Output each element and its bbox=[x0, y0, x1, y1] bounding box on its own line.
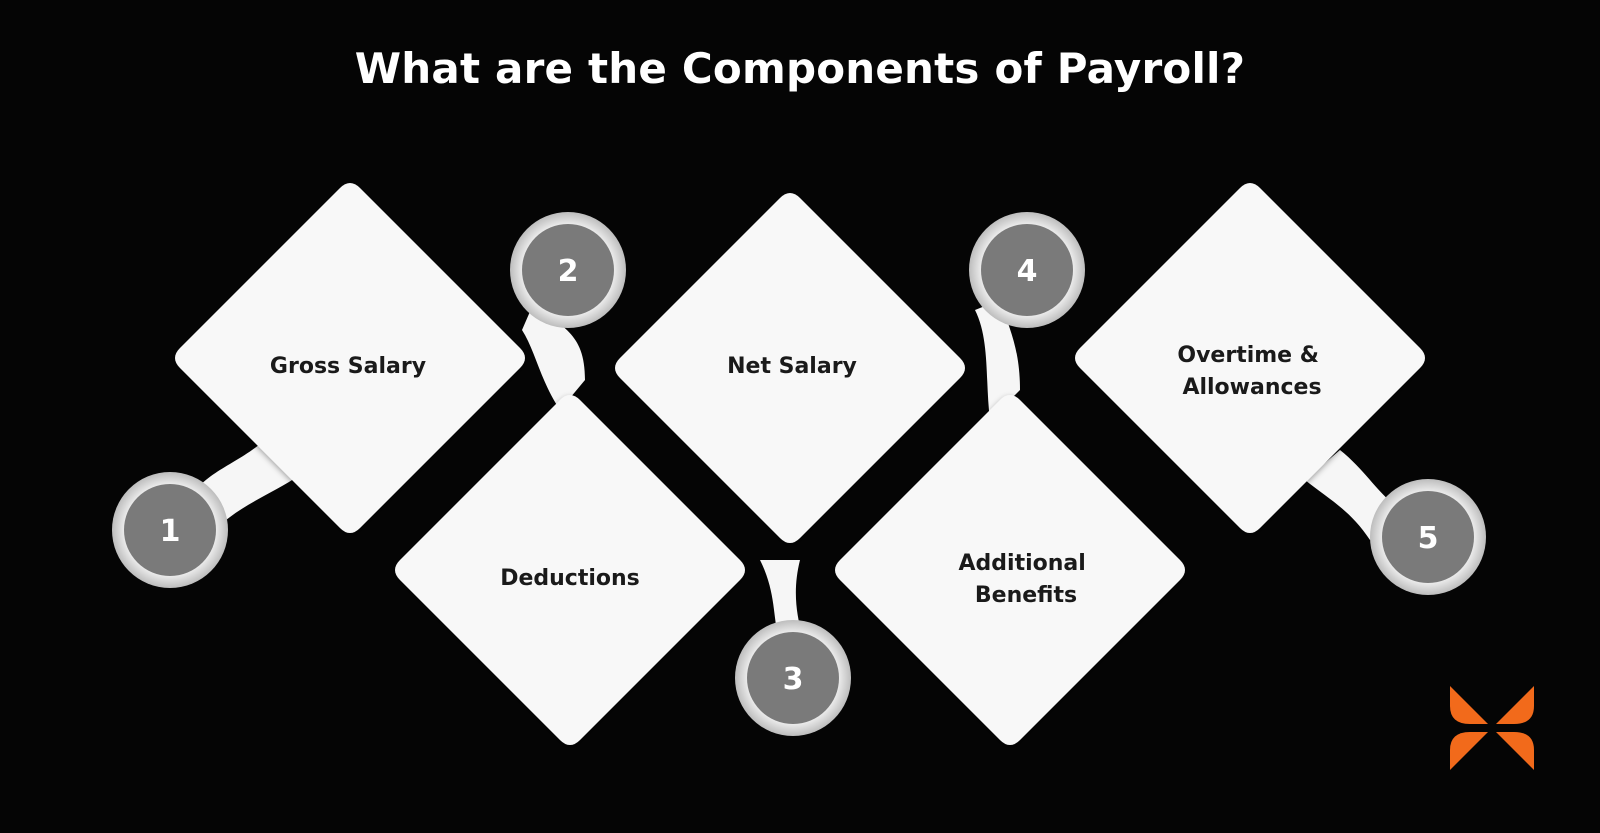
badge-4: 4 bbox=[969, 212, 1085, 328]
connector-2 bbox=[522, 300, 585, 410]
page-title: What are the Components of Payroll? bbox=[354, 44, 1246, 93]
label-deductions: Deductions bbox=[500, 566, 640, 591]
badge-2: 2 bbox=[510, 212, 626, 328]
card-deductions bbox=[395, 395, 745, 745]
card-labels: Gross Salary Deductions Net Salary Addit… bbox=[270, 343, 1326, 608]
label-net-salary: Net Salary bbox=[727, 354, 857, 379]
badge-3: 3 bbox=[735, 620, 851, 736]
card-additional-benefits bbox=[835, 395, 1185, 745]
cards bbox=[175, 183, 1425, 745]
label-additional-benefits: Additional Benefits bbox=[959, 551, 1094, 608]
badge-3-number: 3 bbox=[783, 662, 804, 697]
badge-2-number: 2 bbox=[558, 254, 579, 289]
label-gross-salary: Gross Salary bbox=[270, 354, 426, 379]
card-overtime-allowances bbox=[1075, 183, 1425, 533]
connector-4 bbox=[975, 300, 1020, 420]
badge-5-number: 5 bbox=[1418, 521, 1439, 556]
card-net-salary bbox=[615, 193, 965, 543]
card-gross-salary bbox=[175, 183, 525, 533]
badge-1: 1 bbox=[112, 472, 228, 588]
badge-5: 5 bbox=[1370, 479, 1486, 595]
butterfly-logo-icon bbox=[1450, 686, 1534, 770]
badge-4-number: 4 bbox=[1017, 254, 1038, 289]
badge-1-number: 1 bbox=[160, 514, 181, 549]
label-overtime-allowances: Overtime & Allowances bbox=[1177, 343, 1326, 400]
